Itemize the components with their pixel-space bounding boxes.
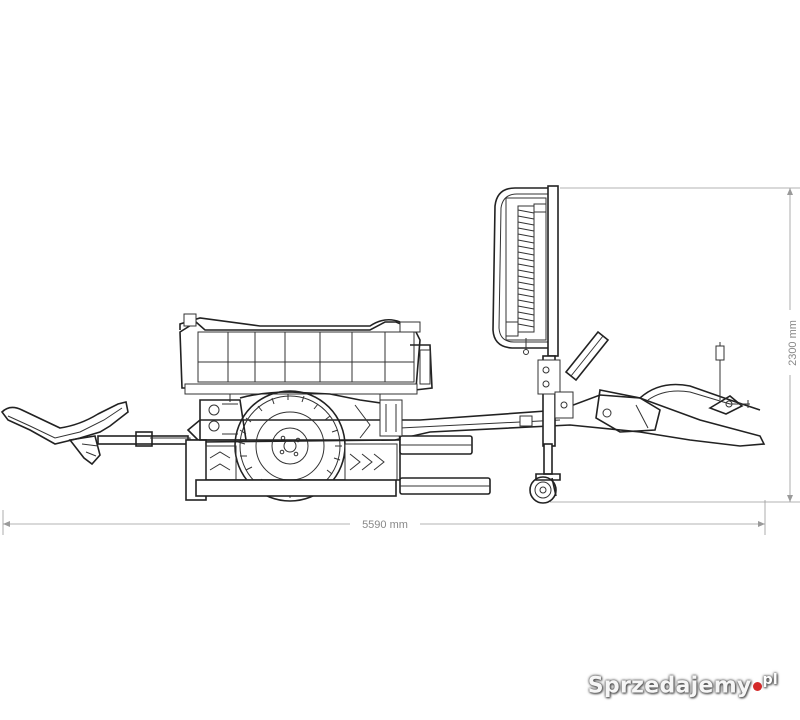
bale-platform — [179, 313, 433, 402]
tow-arm — [639, 342, 761, 415]
watermark-brand: Sprzedajemy — [587, 673, 752, 698]
watermark-dot-icon — [752, 681, 762, 691]
front-hitch — [0, 401, 191, 466]
length-label: 5590 mm — [362, 519, 408, 531]
watermark-tld: pl — [762, 671, 778, 688]
height-label: 2300 mm — [787, 320, 799, 366]
height-dimension: 2300 mm — [550, 187, 800, 503]
wheel-assembly — [185, 390, 491, 502]
wrapping-arm — [492, 185, 610, 504]
watermark: Sprzedajemy pl — [588, 672, 778, 698]
length-dimension: 5590 mm — [2, 500, 766, 535]
